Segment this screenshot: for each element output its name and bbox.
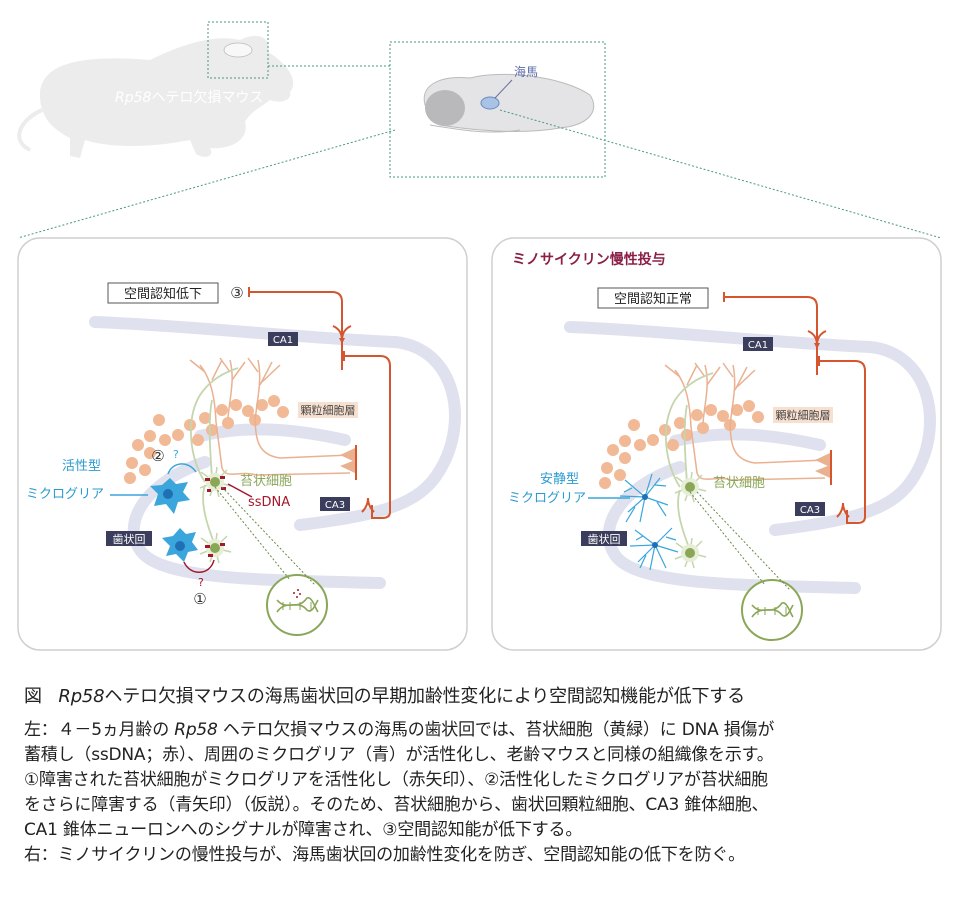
caption-line-2: 蓄積し（ssDNA；赤）、周囲のミクログリア（青）が活性化し、老齢マウスと同様の… [24,745,774,765]
ca1-label: CA1 [273,335,293,346]
question-red: ? [198,576,204,589]
red-arrow [183,559,215,573]
mossy-cell-label: 苔状細胞 [240,474,292,489]
caption-line-5: CA1 錐体ニューロンへのシグナルが障害され、③空間認知能が低下する。 [24,820,583,840]
svg-text:Rp58ヘテロ欠損マウス: Rp58ヘテロ欠損マウス [115,90,263,106]
caption-line-1: 左：４－5ヵ月齢の Rp58 ヘテロ欠損マウスの海馬の歯状回では、苔状細胞（黄緑… [24,715,774,740]
microglia-label-2: ミクログリア [508,491,586,506]
caption-title-gene: Rp58 [58,686,105,707]
blue-arrow [167,463,197,475]
cognition-box [107,282,219,304]
question-blue: ? [173,448,179,461]
mouse-label-italic: Rp58 [115,90,152,106]
zoom-line-right [499,109,942,239]
microglia-label-1: 活性型 [62,459,101,474]
brain-illustration: 海馬 [389,41,606,178]
cognition-status: 空間認知低下 [124,286,202,302]
microglia-label-1: 安静型 [540,472,579,487]
caption-title-text: ヘテロ欠損マウスの海馬歯状回の早期加齢性変化により空間認知機能が低下する [104,686,745,707]
granule-layer-label: 顆粒細胞層 [301,403,356,417]
caption-line-6: 右：ミノサイクリンの慢性投与が、海馬歯状回の加齢性変化を防ぎ、空間認知能の低下を… [24,845,745,865]
mossy-cell-label: 苔状細胞 [713,476,765,491]
mouse-illustration: Rp58ヘテロ欠損マウス [17,35,294,159]
zoom-line-left [17,129,396,239]
figure-diagram: Rp58ヘテロ欠損マウス 海馬 空間認知低下 ③ CA1 CA3 顆粒細胞層 歯… [17,21,942,651]
resting-microglia [619,473,679,571]
caption-line1-gene: Rp58 [174,720,218,740]
treatment-title: ミノサイクリン慢性投与 [512,251,666,268]
step3-marker: ③ [230,284,243,302]
dentate-label: 歯状回 [113,532,146,546]
granule-layer-label: 顆粒細胞層 [776,408,831,422]
step2-marker: ② [151,447,164,465]
activated-microglia [150,478,198,562]
right-panel: ミノサイクリン慢性投与 空間認知正常 CA1 CA3 顆粒細胞層 歯状回 苔状細… [491,237,942,651]
caption-line-4: をさらに障害する（青矢印）（仮説）。そのため、苔状細胞から、歯状回顆粒細胞、CA… [24,795,769,815]
ca3-label: CA3 [325,500,345,511]
zoom-box-head [207,21,269,79]
microglia-label-2: ミクログリア [26,487,104,502]
ca1-label: CA1 [748,340,768,351]
step1-marker: ① [193,590,206,608]
dentate-label: 歯状回 [588,532,621,546]
ssdna-marks [205,476,226,557]
ssdna-label: ssDNA [248,495,290,510]
caption-figure-prefix: 図 [24,686,42,707]
caption-title: 図 Rp58ヘテロ欠損マウスの海馬歯状回の早期加齢性変化により空間認知機能が低下… [24,682,745,708]
caption-line1a: 左：４－5ヵ月齢の [24,720,170,740]
hippocampus-label: 海馬 [514,64,538,79]
caption-line-3: ①障害された苔状細胞がミクログリアを活性化し（赤矢印）、②活性化したミクログリア… [24,770,768,790]
mouse-label: ヘテロ欠損マウス [151,90,263,106]
left-panel: 空間認知低下 ③ CA1 CA3 顆粒細胞層 歯状回 苔状細胞 ssDNA 活性… [17,237,468,651]
cognition-status: 空間認知正常 [614,291,692,307]
caption-line1b: ヘテロ欠損マウスの海馬の歯状回では、苔状細胞（黄緑）に DNA 損傷が [222,720,775,740]
ca3-label: CA3 [800,505,820,516]
